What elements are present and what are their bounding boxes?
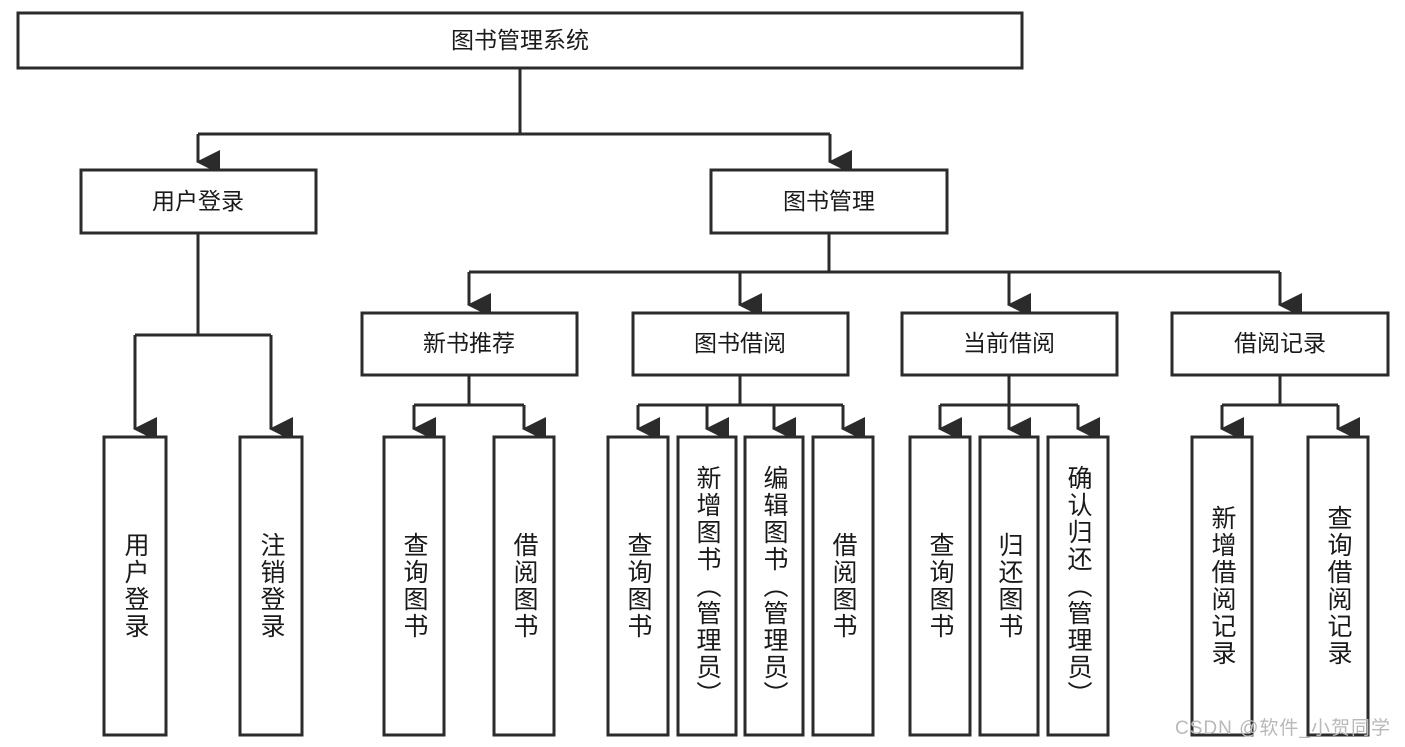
leaf-box-user-login-1[interactable] (102, 435, 168, 737)
leaf-box-user-login-2[interactable] (238, 435, 304, 737)
leaf-box-borrow-record-2[interactable] (1306, 435, 1370, 737)
node-book-borrow-label: 图书借阅 (694, 330, 786, 356)
node-root[interactable] (16, 11, 1024, 70)
leaf-box-current-borrow-3[interactable] (1046, 435, 1110, 737)
node-current-borrow-label: 当前借阅 (963, 330, 1055, 356)
leaf-box-book-borrow-2[interactable] (676, 435, 738, 737)
leaf-box-current-borrow-2[interactable] (978, 435, 1040, 737)
node-book-borrow[interactable] (631, 311, 850, 377)
leaf-box-book-borrow-4[interactable] (811, 435, 875, 737)
node-book-management-label: 图书管理 (783, 188, 875, 214)
leaf-box-book-borrow-1[interactable] (606, 435, 670, 737)
node-current-borrow[interactable] (900, 311, 1119, 377)
node-borrow-record-label: 借阅记录 (1234, 330, 1326, 356)
leaf-box-borrow-record-1[interactable] (1190, 435, 1254, 737)
node-borrow-record[interactable] (1170, 311, 1390, 377)
leaf-box-book-borrow-3[interactable] (743, 435, 805, 737)
watermark-text: CSDN @软件_小贺同学 (1175, 718, 1391, 739)
leaf-box-new-book-1[interactable] (382, 435, 446, 737)
node-user-login-label: 用户登录 (152, 188, 244, 214)
node-new-book-recommend[interactable] (360, 311, 579, 377)
node-book-management[interactable] (709, 168, 949, 235)
node-new-book-recommend-label: 新书推荐 (423, 330, 515, 356)
leaf-box-current-borrow-1[interactable] (908, 435, 972, 737)
node-root-label: 图书管理系统 (451, 27, 589, 53)
leaf-box-new-book-2[interactable] (492, 435, 556, 737)
